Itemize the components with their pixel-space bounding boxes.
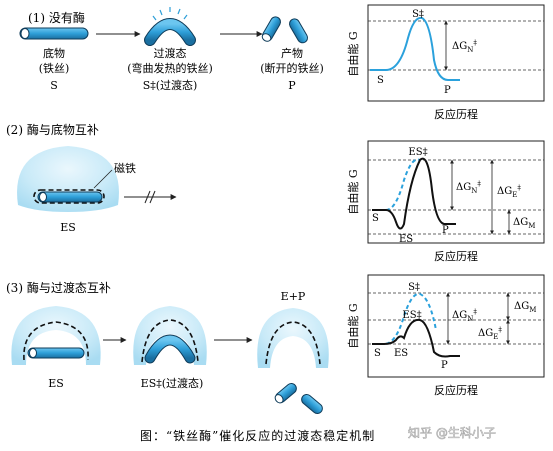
g3-dgm-label: ΔGM (514, 301, 536, 314)
product-symbol: P (288, 79, 296, 92)
product-sublabel: (断开的铁丝) (260, 61, 324, 75)
transition-symbol: S‡(过渡态) (143, 78, 198, 92)
g2-dgm-label: ΔGM (513, 217, 535, 230)
g3-es-ts-label: ES‡ (402, 310, 421, 321)
substrate-sublabel: (铁丝) (39, 62, 70, 75)
g2-dgn-label: ΔGN‡ (456, 180, 481, 195)
blocked-arrow (124, 190, 177, 204)
transition-wire (144, 7, 196, 46)
energy-graph-transition-complement (367, 274, 545, 378)
g2-y-axis: 自由能 G (346, 169, 360, 214)
es-complex-label: ES (60, 221, 76, 234)
g3-p-label: P (441, 360, 448, 371)
g3-dge-label: ΔGE‡ (478, 326, 502, 341)
energy-graph-uncatalyzed (367, 4, 545, 102)
magnet-pointer (93, 169, 113, 189)
es-transition-label: ES‡(过渡态) (141, 376, 204, 390)
g1-ts-label: S‡ (412, 9, 424, 20)
section3-heading: (3) 酶与过渡态互补 (6, 280, 111, 295)
free-enzyme (257, 308, 329, 368)
ep-label: E+P (281, 290, 306, 303)
g2-dge-label: ΔGE‡ (497, 184, 521, 199)
es-enzyme (11, 306, 101, 365)
substrate-wire (19, 27, 89, 40)
watermark: 知乎 @生科小子 (408, 426, 496, 440)
g1-s-label: S (377, 75, 384, 86)
figure-caption: 图：“铁丝酶”催化反应的过渡态稳定机制 (140, 428, 375, 443)
product-wire (261, 16, 308, 44)
g3-y-axis: 自由能 G (346, 303, 360, 348)
es-transition-enzyme (133, 306, 207, 365)
g1-delta-label: ΔGN‡ (452, 39, 477, 54)
g2-es-ts-label: ES‡ (408, 147, 427, 158)
transition-label: 过渡态 (154, 46, 187, 60)
g2-s-label: S (372, 213, 379, 224)
g2-p-label: P (442, 225, 449, 236)
substrate-label: 底物 (43, 46, 65, 60)
g1-p-label: P (444, 85, 451, 96)
g2-x-axis: 反应历程 (434, 249, 478, 263)
transition-sublabel: (弯曲发热的铁丝) (127, 61, 213, 75)
section2-heading: (2) 酶与底物互补 (6, 122, 99, 137)
product-label: 产物 (281, 46, 303, 60)
product-pieces (274, 383, 323, 414)
g3-s-ts-label: S‡ (408, 282, 420, 293)
enzyme-substrate-complex (17, 146, 119, 212)
g3-dgn-label: ΔGN‡ (452, 308, 477, 323)
g3-x-axis: 反应历程 (434, 383, 478, 397)
substrate-symbol: S (50, 79, 58, 92)
g3-s-label: S (374, 348, 381, 359)
magnet-label: 磁铁 (114, 162, 136, 175)
es-label: ES (48, 377, 64, 390)
g1-y-axis: 自由能 G (346, 31, 360, 76)
energy-graph-substrate-complement (367, 140, 545, 244)
g1-x-axis: 反应历程 (434, 107, 478, 121)
g3-es-label: ES (394, 348, 408, 359)
g2-es-label: ES (399, 234, 413, 245)
section1-heading: (1) 没有酶 (28, 10, 85, 25)
